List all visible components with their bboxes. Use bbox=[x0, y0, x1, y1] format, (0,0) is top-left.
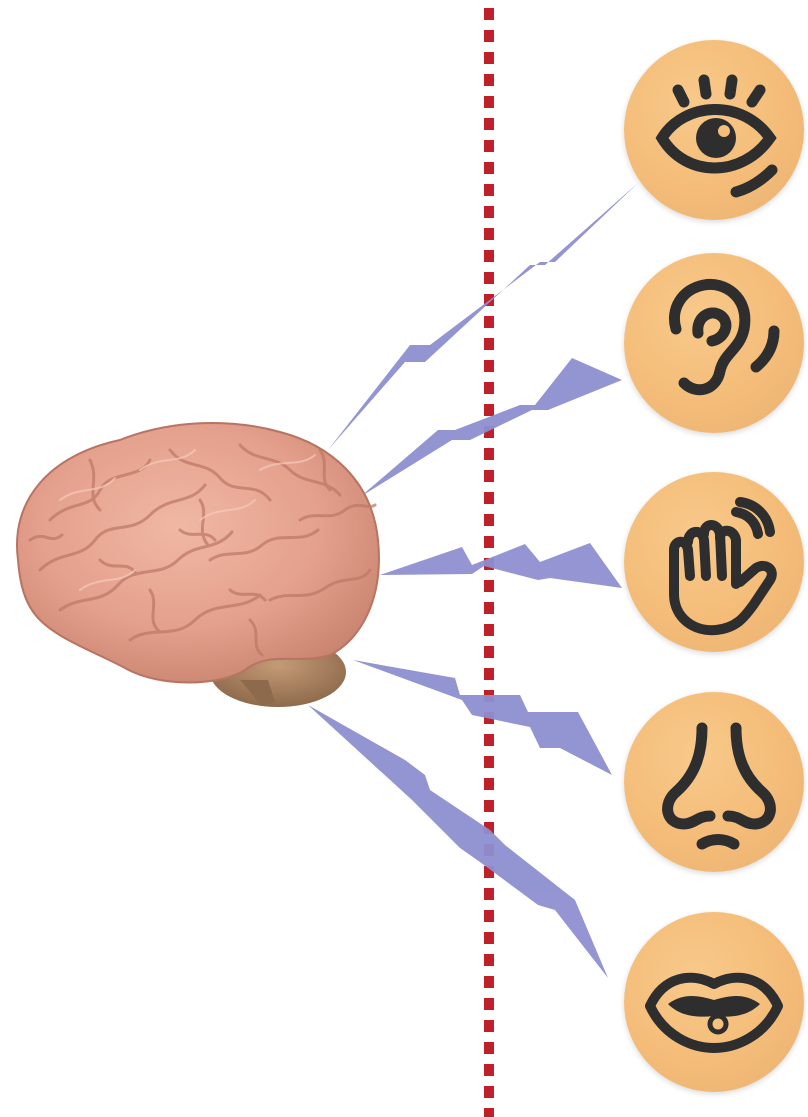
mouth-icon bbox=[624, 912, 804, 1092]
sense-mouth bbox=[624, 912, 804, 1092]
ear-icon bbox=[624, 253, 804, 433]
signal-bolt-eye bbox=[328, 183, 638, 450]
sense-nose bbox=[624, 692, 804, 872]
hand-icon bbox=[624, 472, 804, 652]
sense-ear bbox=[624, 253, 804, 433]
brain-illustration bbox=[17, 423, 379, 707]
nose-icon bbox=[624, 692, 804, 872]
sense-eye bbox=[624, 40, 804, 220]
sense-hand bbox=[624, 472, 804, 652]
signal-bolt-hand bbox=[380, 543, 622, 588]
eye-icon bbox=[624, 40, 804, 220]
